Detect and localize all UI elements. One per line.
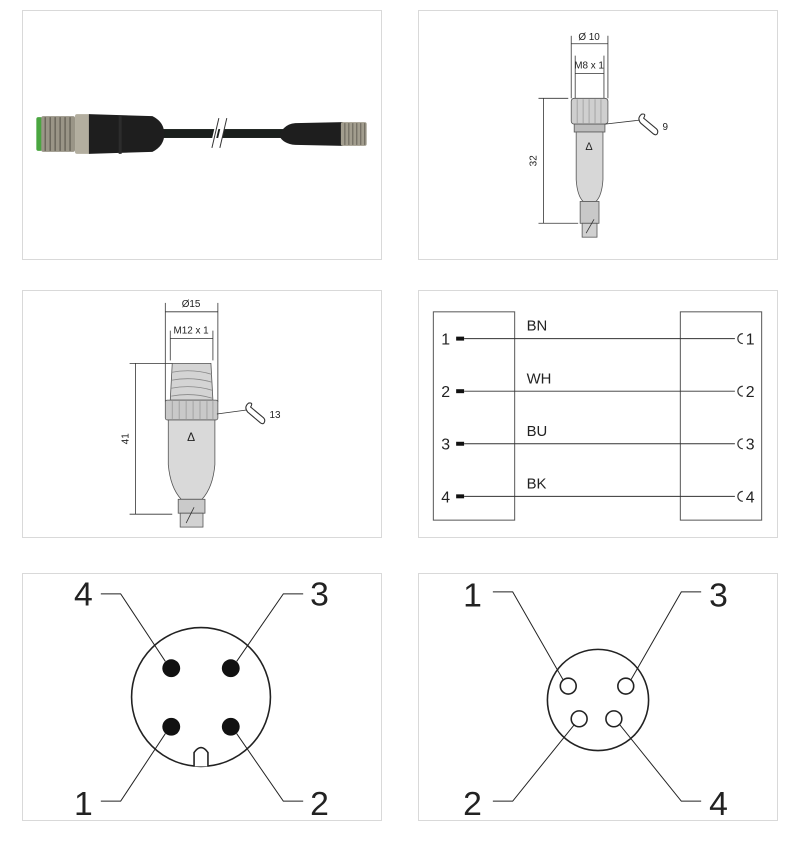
wrench-icon <box>245 402 266 425</box>
left-connector-box <box>432 311 516 521</box>
m8-face-outline <box>546 648 650 752</box>
female-socket-contact <box>737 490 743 502</box>
m8-wrench-size: 9 <box>662 122 668 133</box>
m12-seal <box>36 117 43 151</box>
cable-photo <box>36 114 367 154</box>
wiring-diagram-panel: 1 BN 1 2 WH 2 3 BU 3 4 BK 4 <box>418 290 778 538</box>
m8-diameter-label: Ø 10 <box>578 32 600 43</box>
m12-wrench-size: 13 <box>269 410 281 421</box>
m12-diameter-label: Ø15 <box>182 299 201 310</box>
m12-face-outline <box>130 626 272 768</box>
male-pin-contact <box>456 389 465 394</box>
wire-right-pin-3: 3 <box>746 437 755 454</box>
m12-pin-1 <box>162 717 181 736</box>
m8-length-label: 32 <box>528 155 539 167</box>
m12-label-top-right: 3 <box>310 576 329 614</box>
m12-dimension-panel: Δ 13 Ø15 M12 x 1 41 <box>22 290 382 538</box>
wire-left-pin-2: 2 <box>441 384 450 401</box>
m8-thread-label: M8 x 1 <box>574 61 604 72</box>
m12-label-bottom-left: 1 <box>74 785 93 823</box>
wire-color-code-1: BN <box>527 319 548 335</box>
wire-color-code-4: BK <box>527 476 547 492</box>
m12-arrow-mark: Δ <box>187 430 195 444</box>
m8-nut <box>570 97 609 125</box>
m12-thread-label: M12 x 1 <box>173 326 209 337</box>
m8-arrow-mark: Δ <box>585 141 592 153</box>
m8-dimension-panel: Δ 9 Ø 10 M8 x 1 32 <box>418 10 778 260</box>
wire-right-pin-2: 2 <box>746 384 755 401</box>
wire-color-code-2: WH <box>527 371 552 387</box>
male-pin-contact <box>456 441 465 446</box>
m8-pin-2 <box>570 710 588 728</box>
m12-pin-4 <box>162 659 181 678</box>
cable <box>162 129 297 138</box>
female-socket-contact <box>737 333 743 345</box>
male-pin-contact <box>456 336 465 341</box>
m12-coupling-nut <box>164 399 219 421</box>
wire-left-pin-1: 1 <box>441 332 450 349</box>
female-socket-contact <box>737 438 743 450</box>
m8-label-top-left: 1 <box>463 577 482 615</box>
m8-molded-body <box>279 122 343 146</box>
m8-label-top-right: 3 <box>709 577 728 615</box>
m8-pin-1 <box>559 677 577 695</box>
m12-pin-2 <box>221 717 240 736</box>
m8-label-bottom-left: 2 <box>463 785 482 823</box>
m12-length-label: 41 <box>121 433 132 445</box>
m12-drawing: Δ 13 Ø15 M12 x 1 41 <box>121 299 281 528</box>
m12-pinout-panel: 4 3 1 2 <box>22 573 382 823</box>
m12-label-top-left: 4 <box>74 576 93 614</box>
product-photo-panel <box>22 10 382 260</box>
m8-pin-3 <box>617 677 635 695</box>
m12-molded-body <box>88 114 165 154</box>
m12-pin-3 <box>221 659 240 678</box>
m12-coupling-nut <box>75 114 91 154</box>
m8-pin-4 <box>605 710 623 728</box>
m8-pinout: 1 3 2 4 <box>463 577 728 823</box>
wire-left-pin-3: 3 <box>441 437 450 454</box>
m8-pinout-panel: 1 3 2 4 <box>418 573 778 823</box>
m12-keyway <box>193 746 209 767</box>
wire-color-code-3: BU <box>527 424 548 440</box>
wire-right-pin-4: 4 <box>746 489 755 506</box>
wire-left-pin-4: 4 <box>441 489 450 506</box>
right-connector-box <box>679 311 763 521</box>
m12-label-bottom-right: 2 <box>310 785 329 823</box>
female-socket-contact <box>737 385 743 397</box>
wiring-diagram: 1 BN 1 2 WH 2 3 BU 3 4 BK 4 <box>432 311 763 521</box>
m8-label-bottom-right: 4 <box>709 785 728 823</box>
wire-right-pin-1: 1 <box>746 332 755 349</box>
male-pin-contact <box>456 494 465 499</box>
m12-pinout: 4 3 1 2 <box>74 576 329 823</box>
wrench-icon <box>638 113 659 136</box>
m8-drawing: Δ 9 Ø 10 M8 x 1 32 <box>528 32 668 238</box>
